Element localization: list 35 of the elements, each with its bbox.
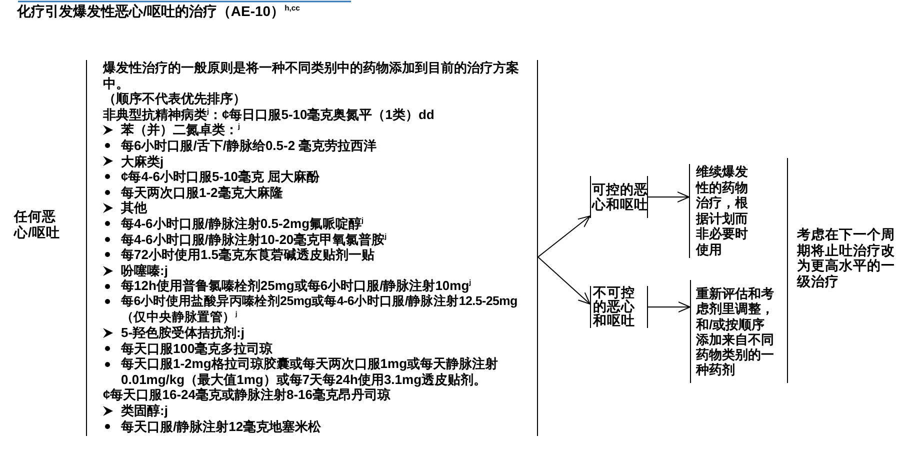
paragraph-text: 爆发性治疗的一般原则是将一种不同类别中的药物添加到目前的治疗方案中。 — [103, 60, 520, 92]
category-heading: 苯（并）二氮卓类：$^{j}$ — [121, 122, 241, 138]
list-item-text: 每天口服/静脉注射12毫克地塞米松 — [121, 418, 322, 434]
list-item-text: 每12h使用普鲁氯嗪栓剂25mg或每6小时口服/静脉注射10mg$^{j}$ — [121, 278, 472, 294]
box-text: 维续爆发性的药物治疗，根据计划而非必要时使用 — [696, 164, 749, 258]
list-item-text: 每天口服1-2mg格拉司琼胶囊或每天两次口服1mg或每天静脉注射0.01mg/kg（最大值1mg）或每7天每24h使用3.1mg透皮贴剂。 — [121, 356, 500, 388]
list-item-text: 每4-6小时口服/静脉注射0.5-2mg氟哌啶醇$^{j}$ — [121, 216, 365, 232]
box-text: 可控的恶心和呕吐 — [592, 182, 648, 212]
bracket-box — [590, 176, 648, 218]
stage-label: 任何恶心/呕吐 — [14, 209, 61, 241]
arrow — [648, 192, 690, 202]
category-heading: 5-羟色胺受体拮抗剂:j — [121, 325, 246, 341]
arrow — [538, 216, 590, 258]
arrow — [648, 302, 690, 312]
list-item-text: 每4-6小时口服/静脉注射10-20毫克甲氧氯普胺$^{j}$ — [121, 232, 388, 248]
box-text: 不可控的恶心和呕吐 — [593, 286, 636, 328]
list-item-text: ¢每4-6小时口服5-10毫克 屈大麻酚 — [121, 169, 321, 185]
box-text: 考虑在下一个周期将止吐治疗改为更高水平的一级治疗 — [797, 227, 896, 289]
list-item-text: 每6小时使用盐酸异丙嗪栓剂25mg或每4-6小时口服/静脉注射12.5-25mg（仅中央静脉置管）$^{j}$ — [121, 294, 518, 326]
category-heading: 其他 — [121, 200, 148, 216]
arrow — [538, 256, 590, 304]
list-item-text: 每72小时使用1.5毫克东莨菪碱透皮贴剂一贴 — [121, 247, 376, 263]
category-heading: 大麻类j — [121, 154, 165, 170]
paragraph-text: ¢每天口服16-24毫克或静脉注射8-16毫克昂丹司琼 — [103, 387, 390, 404]
category-heading: 吩噻嗪:j — [121, 262, 169, 278]
list-item-text: 每6小时口服/舌下/静脉给0.5-2 毫克劳拉西洋 — [121, 138, 378, 154]
bracket-box — [590, 286, 648, 328]
list-item-text: 每天口服100毫克多拉司琼 — [121, 340, 274, 356]
title: 化疗引发爆发性恶心/呕吐的治疗（AE-10）$^{h,cc}$ — [17, 3, 300, 19]
bracket-panel — [86, 60, 538, 436]
box-text: 重新评估和考虑剂里调整，和/或按顺序添加来自不同药物类别的一种药剂 — [696, 286, 775, 378]
paragraph-text: 非典型抗精神病类$^{j}$：¢每日口服5-10毫克奥氮平（1类）dd — [103, 106, 436, 122]
paragraph-text: （顺序不代表优先排序） — [103, 91, 247, 107]
category-heading: 类固醇:j — [121, 403, 169, 419]
list-item-text: 每天两次口服1-2毫克大麻隆 — [121, 184, 284, 200]
